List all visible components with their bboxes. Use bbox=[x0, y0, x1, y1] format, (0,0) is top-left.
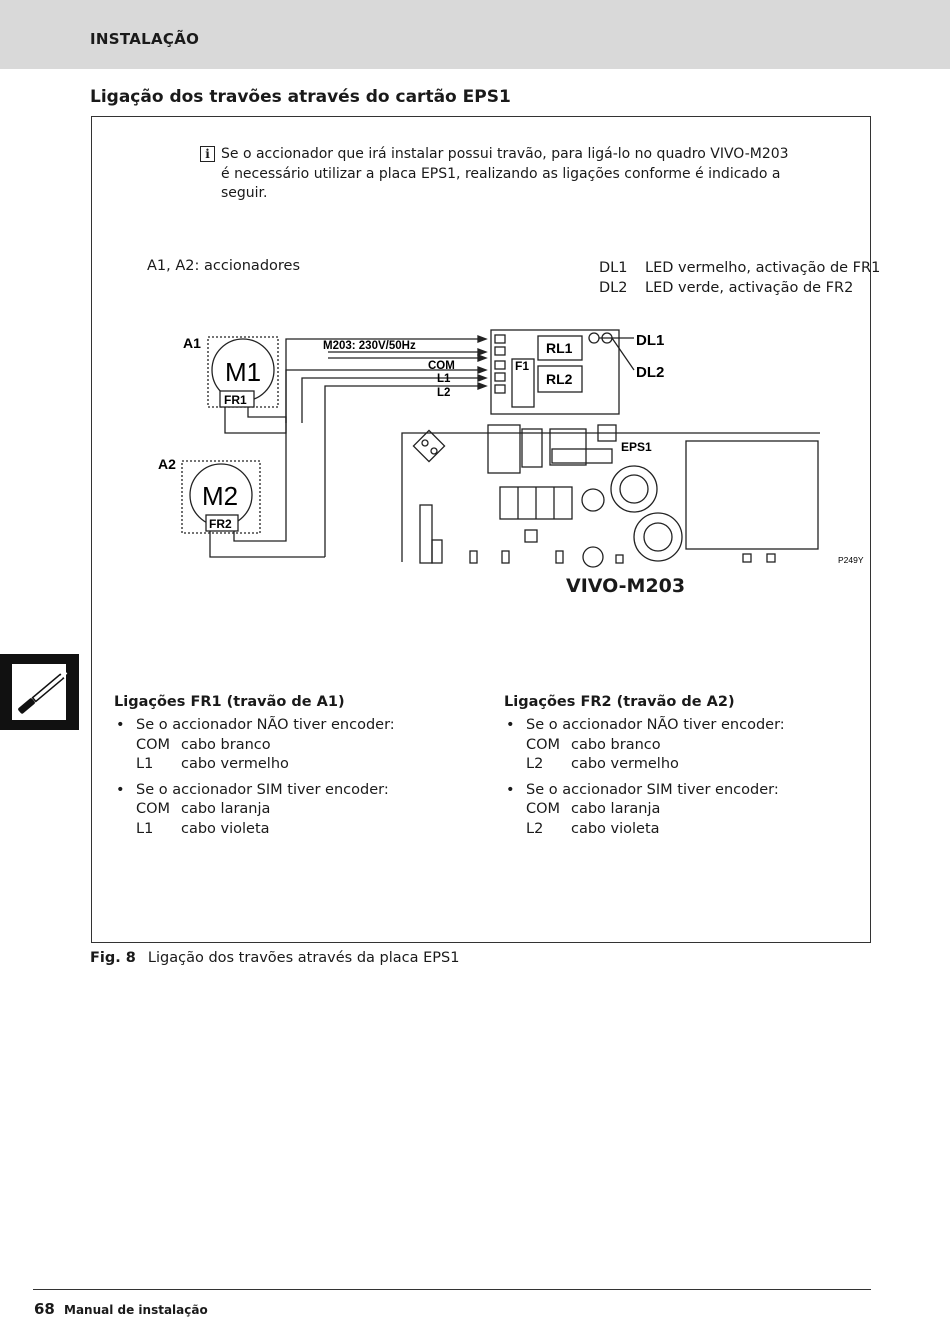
wire-fr1-a bbox=[224, 407, 287, 434]
label-l2: L2 bbox=[437, 387, 450, 399]
label-dl2: DL2 bbox=[636, 364, 664, 381]
label-a1: A1 bbox=[183, 335, 201, 351]
model-label: VIVO-M203 bbox=[566, 575, 686, 597]
wire-l1 bbox=[301, 377, 478, 423]
fr1-connections: Ligações FR1 (travão de A1) Se o acciona… bbox=[114, 694, 474, 839]
a1-box bbox=[207, 336, 279, 408]
wire-fr2-a bbox=[209, 531, 325, 558]
page-number: 68 bbox=[34, 1300, 55, 1318]
note-text: Se o accionador que irá instalar possui … bbox=[221, 146, 789, 201]
main-board bbox=[401, 432, 820, 562]
footer-divider bbox=[33, 1289, 871, 1290]
label-rl2: RL2 bbox=[546, 371, 573, 387]
figure-frame bbox=[91, 116, 871, 943]
info-icon: i bbox=[200, 146, 215, 162]
info-note: i Se o accionador que irá instalar possu… bbox=[200, 145, 800, 204]
wire-fr2-b bbox=[233, 423, 287, 542]
label-ref: P249Y bbox=[838, 555, 864, 565]
label-supply: M203: 230V/50Hz bbox=[323, 340, 416, 352]
label-dl1: DL1 bbox=[636, 332, 664, 349]
main-board-display bbox=[685, 440, 819, 550]
footer-title: Manual de instalação bbox=[64, 1303, 208, 1317]
label-fr1: FR1 bbox=[224, 393, 247, 407]
label-fr2: FR2 bbox=[209, 517, 232, 531]
side-tab bbox=[0, 654, 79, 730]
label-eps1: EPS1 bbox=[621, 440, 652, 454]
eps1-board bbox=[490, 329, 620, 415]
screwdriver-icon bbox=[12, 664, 68, 720]
label-m2: M2 bbox=[202, 481, 238, 511]
label-f1: F1 bbox=[515, 359, 529, 373]
fr2-connections: Ligações FR2 (travão de A2) Se o acciona… bbox=[504, 694, 864, 839]
page-title: Ligação dos travões através do cartão EP… bbox=[90, 87, 511, 107]
legend-actuators: A1, A2: accionadores bbox=[147, 258, 301, 274]
section-header: INSTALAÇÃO bbox=[90, 30, 200, 48]
label-com: COM bbox=[428, 360, 455, 372]
fr2-box bbox=[205, 514, 239, 532]
connector-block bbox=[487, 424, 521, 474]
fr1-box bbox=[219, 390, 255, 408]
a2-box bbox=[181, 460, 261, 534]
label-l1: L1 bbox=[437, 373, 451, 385]
wiring-diagram: A1 A2 M1 M2 FR1 FR2 M203: 230V/50Hz COM … bbox=[158, 329, 864, 568]
label-a2: A2 bbox=[158, 456, 176, 472]
header-band bbox=[0, 0, 950, 69]
wire-l2 bbox=[324, 385, 478, 557]
label-m1: M1 bbox=[225, 357, 261, 387]
label-rl1: RL1 bbox=[546, 340, 573, 356]
